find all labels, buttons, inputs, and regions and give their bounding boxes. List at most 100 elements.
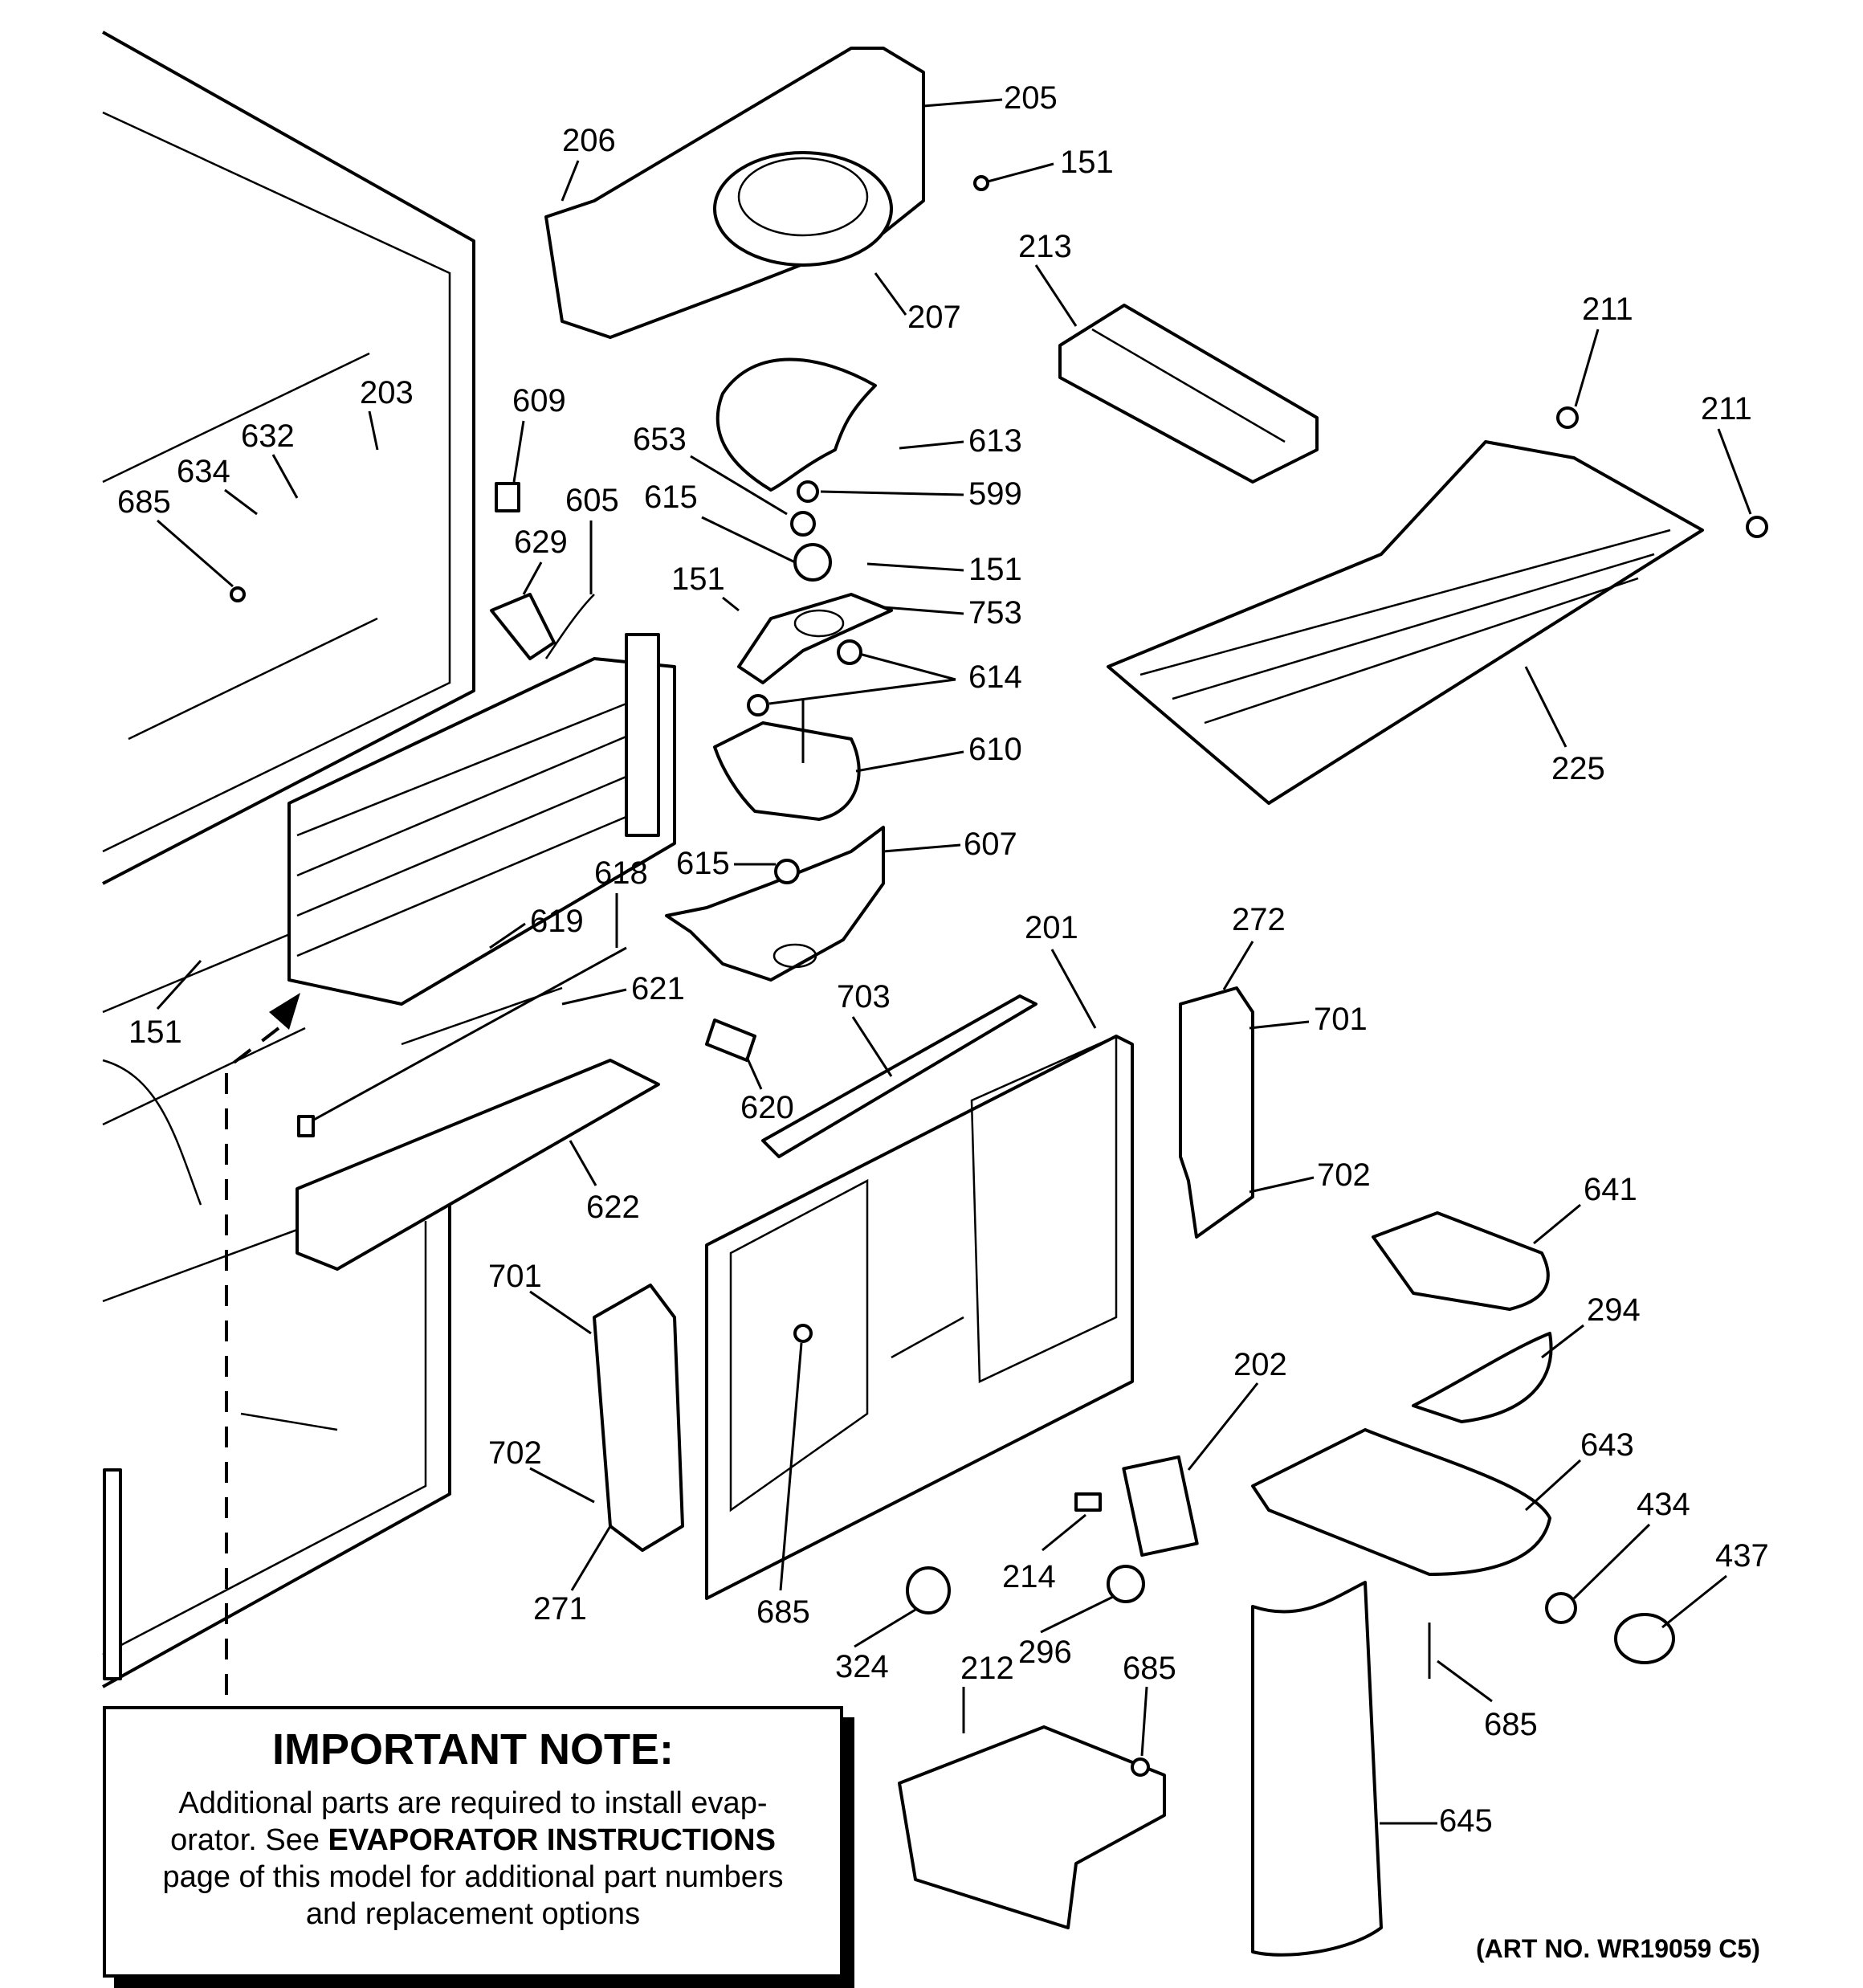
dashed-arrow: [225, 993, 300, 1695]
callout-632: 632: [241, 418, 295, 454]
callout-621: 621: [631, 971, 685, 1006]
callout-685: 685: [1123, 1651, 1176, 1686]
part-641-cover: [1372, 1211, 1550, 1311]
note-line-2: orator. See EVAPORATOR INSTRUCTIONS: [106, 1822, 840, 1859]
callout-702: 702: [488, 1435, 542, 1471]
callout-701: 701: [488, 1259, 542, 1294]
part-437-bulb: [1614, 1613, 1675, 1664]
part-609-switch: [495, 482, 520, 512]
callout-685: 685: [1484, 1707, 1538, 1742]
note-line-1: Additional parts are required to install…: [178, 1786, 768, 1820]
callout-607: 607: [964, 827, 1017, 862]
callout-203: 203: [360, 375, 414, 410]
part-151-screw: [973, 175, 989, 191]
callout-151: 151: [968, 552, 1022, 587]
callout-272: 272: [1232, 902, 1286, 937]
part-201-panel: [705, 1035, 1134, 1600]
callout-620: 620: [740, 1090, 794, 1125]
callout-653: 653: [633, 422, 687, 457]
callout-225: 225: [1551, 751, 1605, 786]
part-607-bracket: [665, 826, 885, 982]
part-296-knob: [1107, 1565, 1145, 1603]
callout-619: 619: [530, 904, 584, 939]
callout-610: 610: [968, 732, 1022, 767]
callout-605: 605: [565, 483, 619, 518]
callout-685: 685: [117, 484, 171, 520]
callout-614: 614: [968, 659, 1022, 695]
note-line-4: and replacement options: [305, 1897, 641, 1931]
callout-599: 599: [968, 476, 1022, 512]
callout-634: 634: [177, 454, 230, 489]
part-620-plug: [705, 1018, 756, 1062]
part-211-clips: [1556, 406, 1768, 538]
callout-213: 213: [1018, 229, 1072, 264]
callout-205: 205: [1004, 80, 1058, 116]
note-body: Additional parts are required to install…: [106, 1785, 840, 1933]
part-213-ice-tray: [1058, 304, 1319, 484]
callout-324: 324: [835, 1649, 889, 1684]
part-618-heater: [297, 946, 627, 1137]
callout-622: 622: [586, 1190, 640, 1225]
callout-615: 615: [644, 480, 698, 515]
note-line-2-text: orator. See: [170, 1823, 328, 1857]
callout-212: 212: [960, 1651, 1014, 1686]
callout-641: 641: [1584, 1172, 1637, 1207]
callout-609: 609: [512, 383, 566, 418]
callout-629: 629: [514, 525, 568, 560]
part-614-grommets: [747, 639, 862, 716]
callout-613: 613: [968, 423, 1022, 459]
part-685-screws: [230, 586, 1431, 1777]
callout-702: 702: [1317, 1157, 1371, 1193]
callout-437: 437: [1715, 1538, 1769, 1574]
part-evaporator: [287, 633, 676, 1006]
part-225-shelf: [1107, 440, 1704, 805]
callout-151: 151: [128, 1014, 182, 1050]
callout-214: 214: [1002, 1559, 1056, 1594]
callout-685: 685: [756, 1594, 810, 1630]
callout-645: 645: [1439, 1803, 1493, 1839]
part-703-strip: [761, 994, 1037, 1158]
part-629-605-tubes: [490, 593, 595, 660]
callout-271: 271: [533, 1591, 587, 1627]
art-number: (ART NO. WR19059 C5): [1476, 1934, 1760, 1963]
callout-296: 296: [1018, 1635, 1072, 1670]
part-599-615-hubs: [790, 480, 832, 582]
callout-753: 753: [968, 595, 1022, 631]
callout-151: 151: [671, 561, 725, 597]
part-272-duct: [1179, 986, 1254, 1239]
part-205-206-housing: [544, 47, 925, 339]
part-613-fan-blade: [715, 357, 877, 492]
note-line-3: page of this model for additional part n…: [162, 1860, 784, 1894]
leader-lines: [156, 98, 1752, 1825]
callout-201: 201: [1025, 910, 1078, 945]
part-610-motor: [713, 699, 861, 821]
callout-294: 294: [1587, 1292, 1641, 1328]
callout-434: 434: [1637, 1487, 1690, 1522]
part-643-housing: [1251, 1428, 1551, 1576]
part-434-socket: [1545, 1592, 1577, 1624]
callout-151: 151: [1060, 145, 1114, 180]
cabinet-illustration: [102, 31, 475, 1688]
part-753-bracket: [737, 593, 893, 684]
callout-211: 211: [1582, 292, 1633, 327]
callout-206: 206: [562, 123, 616, 158]
note-line-2-bold: EVAPORATOR INSTRUCTIONS: [328, 1823, 776, 1857]
callout-703: 703: [837, 979, 891, 1014]
part-324-knob: [906, 1566, 951, 1614]
callout-207: 207: [907, 300, 961, 335]
callout-643: 643: [1580, 1427, 1634, 1463]
part-621-622-trough: [296, 986, 660, 1271]
callout-202: 202: [1233, 1347, 1287, 1382]
part-214-pin: [1074, 1492, 1102, 1512]
important-note-box: IMPORTANT NOTE: Additional parts are req…: [103, 1706, 843, 1978]
part-212-tray: [898, 1725, 1166, 1929]
part-202-grille: [1122, 1455, 1199, 1557]
callout-211: 211: [1701, 391, 1752, 427]
part-294-flap: [1412, 1332, 1553, 1423]
part-271-duct: [593, 1284, 684, 1552]
callout-618: 618: [594, 855, 648, 891]
part-645-cover: [1251, 1581, 1383, 1957]
note-title: IMPORTANT NOTE:: [272, 1725, 674, 1774]
